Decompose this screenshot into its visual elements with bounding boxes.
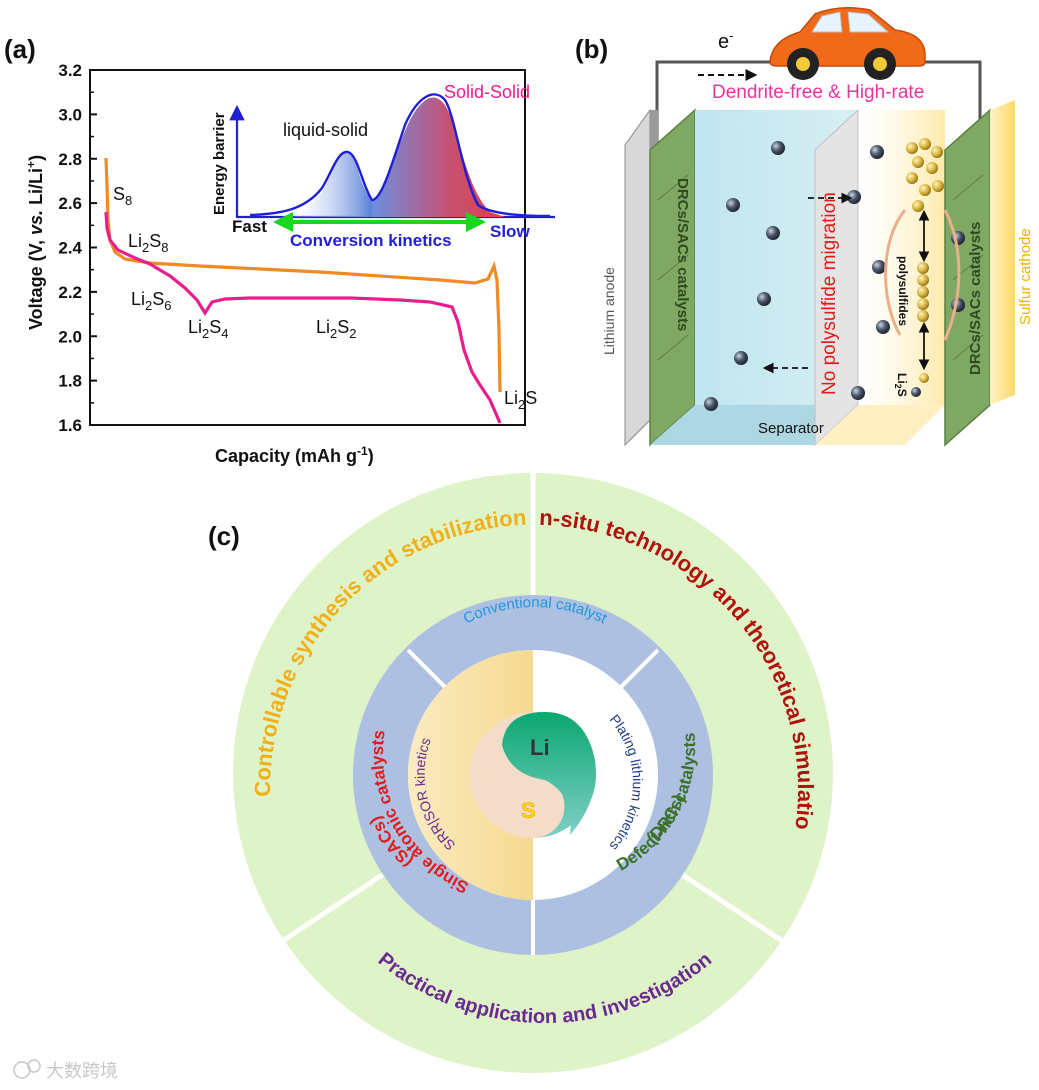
y-tick-label-7: 1.8 (58, 372, 82, 391)
panel-b-label: (b) (575, 34, 608, 64)
watermark: 大数跨境 (13, 1059, 118, 1081)
panel-c-label: (c) (208, 521, 240, 551)
y-tick-label-5: 2.2 (58, 283, 82, 302)
inset-peak2-fill (372, 97, 505, 217)
s8-cluster (906, 138, 944, 212)
inset-peak2-label: Solid-Solid (444, 82, 530, 102)
panel-a-label: (a) (4, 34, 36, 64)
ylabel-ref: Li/Li (26, 168, 46, 210)
label-li2s: Li2S (504, 388, 537, 412)
y-tick-label-1: 3.0 (58, 105, 82, 124)
panel-a: (a) 3.2 3.0 2.8 2.6 2.4 2.2 2.0 1.8 1.6 Voltage … (4, 34, 555, 466)
yin-yang-leaf (502, 712, 596, 835)
xlabel-close: ) (368, 446, 374, 466)
label-li2s8: Li2S8 (128, 231, 169, 255)
anode-label: Lithium anode (601, 267, 617, 355)
energy-barrier-inset: Energy barrier liquid-solid Solid-Solid … (211, 82, 555, 250)
no-migration-label: No polysulfide migration (819, 192, 840, 395)
separator-label: Separator (758, 420, 824, 437)
catalyst-left-label: DRCs/SACs catalysts (674, 178, 691, 331)
y-tick-label-0: 3.2 (58, 61, 82, 80)
electron-label: e- (718, 28, 733, 53)
panel-a-xlabel: Capacity (mAh g-1) (215, 444, 374, 466)
inset-ylabel: Energy barrier (211, 112, 228, 215)
y-tick-label-4: 2.4 (58, 239, 82, 258)
li2s-label: Li2S (893, 373, 909, 397)
core-s-label: S (521, 798, 536, 823)
catalyst-right-label: DRCs/SACs catalysts (967, 222, 984, 375)
panel-a-y-ticks: 3.2 3.0 2.8 2.6 2.4 2.2 2.0 1.8 1.6 (58, 61, 97, 435)
discharge-curve (104, 211, 502, 424)
lithium-anode (624, 108, 651, 447)
inset-fast-label: Fast (232, 217, 267, 236)
y-tick-label-2: 2.8 (58, 150, 82, 169)
cathode-label: Sulfur cathode (1017, 228, 1034, 325)
y-tick-label-8: 1.6 (58, 416, 82, 435)
y-tick-label-6: 2.0 (58, 327, 82, 346)
label-li2s4: Li2S4 (188, 317, 229, 341)
car-icon (769, 7, 926, 80)
ylabel-vs: vs. (26, 210, 46, 235)
inset-slow-label: Slow (490, 222, 530, 241)
inset-barrier-curve (249, 93, 551, 218)
ylabel-close: ) (26, 155, 46, 161)
inset-peak1-label: liquid-solid (283, 120, 368, 140)
xlabel-main: Capacity (mAh g (215, 446, 357, 466)
sulfur-cathode (990, 100, 1015, 405)
panel-a-ylabel: Voltage (V, vs. Li/Li+) (24, 155, 46, 330)
watermark-text: 大数跨境 (46, 1061, 118, 1081)
label-s8: S8 (113, 184, 132, 208)
ylabel-main: Voltage (V, (26, 235, 46, 330)
ylabel-sup: + (24, 161, 38, 168)
core-li-label: Li (530, 735, 550, 760)
panel-b: (b) e- Dendrite-free & High-rate Lithium… (575, 7, 1034, 447)
y-tick-label-3: 2.6 (58, 194, 82, 213)
banner-label: Dendrite-free & High-rate (712, 82, 924, 103)
label-li2s6: Li2S6 (131, 289, 172, 313)
label-li2s2: Li2S2 (316, 317, 357, 341)
xlabel-sup: -1 (357, 444, 368, 458)
inset-axis-label: Conversion kinetics (290, 231, 452, 250)
polysulfides-label: polysulfides (896, 256, 910, 326)
inset-peak1-fill (290, 152, 372, 217)
polysulfide-chain (884, 209, 961, 397)
